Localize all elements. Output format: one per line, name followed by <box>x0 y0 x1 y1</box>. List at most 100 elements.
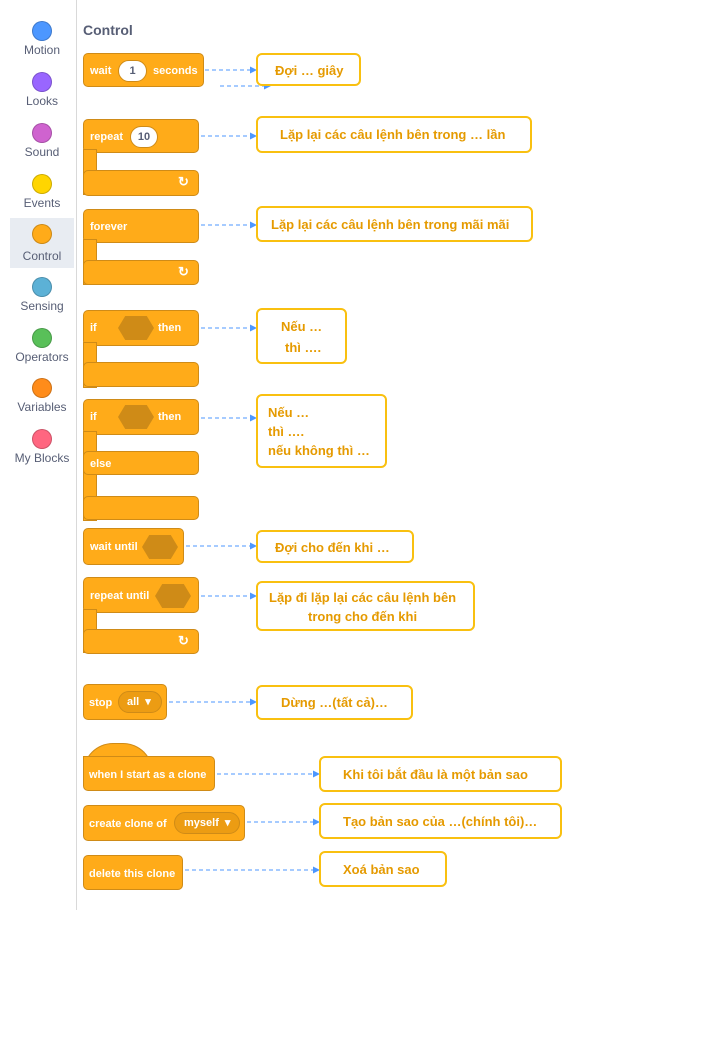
note-text: Đợi … giây <box>275 63 344 78</box>
category-looks[interactable]: Looks <box>10 69 74 117</box>
category-label: Control <box>22 249 62 263</box>
block-label: delete this clone <box>89 868 176 880</box>
condition-slot[interactable] <box>118 316 154 340</box>
block-label: if <box>90 411 97 423</box>
if-then-block-bottom <box>83 362 199 387</box>
if-then-block-top[interactable]: if then <box>83 310 199 346</box>
forever-block-bottom: ↻ <box>83 260 199 285</box>
delete-clone-block[interactable]: delete this clone <box>83 855 183 890</box>
category-motion[interactable]: Motion <box>10 18 74 66</box>
chevron-down-icon: ▾ <box>145 696 151 708</box>
repeat-block-bottom: ↻ <box>83 170 199 196</box>
palette-title: Control <box>83 22 133 38</box>
wait-block[interactable]: wait 1 seconds <box>83 53 204 87</box>
events-color-icon <box>32 174 52 194</box>
category-label: Operators <box>15 350 69 364</box>
category-control[interactable]: Control <box>10 218 74 268</box>
note-text: trong cho đến khi <box>308 609 418 624</box>
condition-slot[interactable] <box>142 535 178 559</box>
control-color-icon <box>32 224 52 244</box>
sensing-color-icon <box>32 277 52 297</box>
note-text: Lặp lại các câu lệnh bên trong … lần <box>280 127 506 142</box>
note-text: Tạo bản sao của …(chính tôi)… <box>343 814 538 829</box>
dropdown-value: all <box>127 696 140 708</box>
block-label: if <box>90 322 97 334</box>
category-label: Looks <box>25 94 59 108</box>
condition-slot[interactable] <box>118 405 154 429</box>
category-operators[interactable]: Operators <box>10 325 74 373</box>
repeat-until-block-bottom: ↻ <box>83 629 199 654</box>
repeat-block-top[interactable]: repeat 10 <box>83 119 199 153</box>
category-label: Events <box>23 196 61 210</box>
repeat-count-input[interactable]: 10 <box>130 126 158 148</box>
category-sensing[interactable]: Sensing <box>10 274 74 322</box>
note-text: thì …. <box>285 340 322 355</box>
block-label: seconds <box>153 65 198 77</box>
note-text: Đợi cho đến khi … <box>275 540 390 555</box>
note-forever: Lặp lại các câu lệnh bên trong mãi mãi <box>256 206 533 242</box>
category-label: Motion <box>23 43 61 57</box>
stop-option-dropdown[interactable]: all ▾ <box>118 691 162 713</box>
note-text: Lặp lại các câu lệnh bên trong mãi mãi <box>271 217 510 232</box>
when-clone-block[interactable]: when I start as a clone <box>83 756 215 791</box>
note-create-clone: Tạo bản sao của …(chính tôi)… <box>319 803 562 839</box>
if-else-block-top[interactable]: if then <box>83 399 199 435</box>
block-label: forever <box>90 221 128 233</box>
looks-color-icon <box>32 72 52 92</box>
block-label: then <box>158 411 182 423</box>
motion-color-icon <box>32 21 52 41</box>
block-label: then <box>158 322 182 334</box>
note-repeat-until: Lặp đi lặp lại các câu lệnh bên trong ch… <box>256 581 475 631</box>
loop-arrow-icon: ↻ <box>178 633 189 648</box>
sound-color-icon <box>32 123 52 143</box>
if-else-block-middle: else <box>83 451 199 475</box>
category-label: Variables <box>17 400 67 414</box>
note-wait-until: Đợi cho đến khi … <box>256 530 414 563</box>
seconds-input[interactable]: 1 <box>118 60 147 82</box>
note-text: Dừng …(tất cả)… <box>281 695 388 710</box>
loop-arrow-icon: ↻ <box>178 264 189 279</box>
block-label: create clone of <box>89 818 167 830</box>
clone-target-dropdown[interactable]: myself ▾ <box>174 812 240 834</box>
loop-arrow-icon: ↻ <box>178 174 189 189</box>
category-label: My Blocks <box>14 451 70 465</box>
block-label: wait until <box>90 541 138 553</box>
block-label: repeat until <box>90 590 150 602</box>
category-sidebar: Motion Looks Sound Events Control Sensin… <box>0 0 77 910</box>
create-clone-block[interactable]: create clone of myself ▾ <box>83 805 245 841</box>
dropdown-value: myself <box>184 817 219 829</box>
category-events[interactable]: Events <box>10 171 74 219</box>
note-delete-clone: Xoá bản sao <box>319 851 447 887</box>
note-text: Xoá bản sao <box>343 862 420 877</box>
my-blocks-color-icon <box>32 429 52 449</box>
note-text: Nếu … <box>281 319 323 334</box>
note-text: thì …. <box>268 424 305 439</box>
note-when-clone: Khi tôi bắt đầu là một bản sao <box>319 756 562 792</box>
block-label: else <box>90 458 112 470</box>
category-variables[interactable]: Variables <box>10 375 74 423</box>
condition-slot[interactable] <box>155 584 191 608</box>
note-if-then: Nếu … thì …. <box>256 308 347 364</box>
note-if-else: Nếu … thì …. nếu không thì … <box>256 394 387 468</box>
note-text: nếu không thì … <box>268 443 370 458</box>
block-label: repeat <box>90 131 124 143</box>
operators-color-icon <box>32 328 52 348</box>
note-stop: Dừng …(tất cả)… <box>256 685 413 720</box>
category-label: Sensing <box>20 299 64 313</box>
note-wait: Đợi … giây <box>256 53 361 86</box>
note-text: Khi tôi bắt đầu là một bản sao <box>343 767 528 782</box>
note-repeat: Lặp lại các câu lệnh bên trong … lần <box>256 116 532 153</box>
chevron-down-icon: ▾ <box>224 817 231 829</box>
block-label: when I start as a clone <box>89 769 207 781</box>
forever-block-top[interactable]: forever <box>83 209 199 243</box>
repeat-until-block-top[interactable]: repeat until <box>83 577 199 613</box>
category-label: Sound <box>24 145 60 159</box>
block-label: stop <box>89 697 113 709</box>
category-sound[interactable]: Sound <box>10 120 74 168</box>
block-label: wait <box>90 65 112 77</box>
category-my-blocks[interactable]: My Blocks <box>10 426 74 474</box>
stop-block[interactable]: stop all ▾ <box>83 684 167 720</box>
wait-until-block[interactable]: wait until <box>83 528 184 565</box>
note-text: Lặp đi lặp lại các câu lệnh bên <box>269 590 457 605</box>
